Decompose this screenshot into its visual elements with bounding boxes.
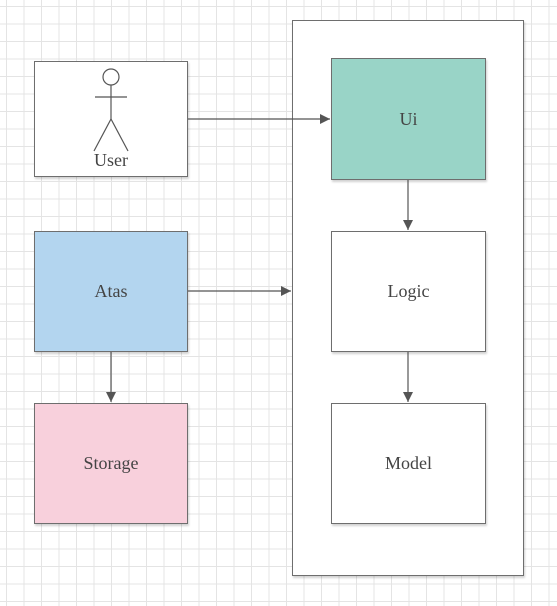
model-label: Model [385,453,432,473]
storage-label: Storage [83,453,139,473]
atas-node[interactable]: Atas [34,231,188,352]
user-label: User [94,150,128,170]
storage-node[interactable]: Storage [34,403,188,524]
ui-label: Ui [399,108,418,129]
user-actor-node[interactable]: User [34,61,188,177]
ui-node[interactable]: Ui [331,58,486,180]
actor-icon [93,68,129,152]
logic-node[interactable]: Logic [331,231,486,352]
atas-label: Atas [94,281,128,301]
logic-label: Logic [387,281,430,301]
model-node[interactable]: Model [331,403,486,524]
